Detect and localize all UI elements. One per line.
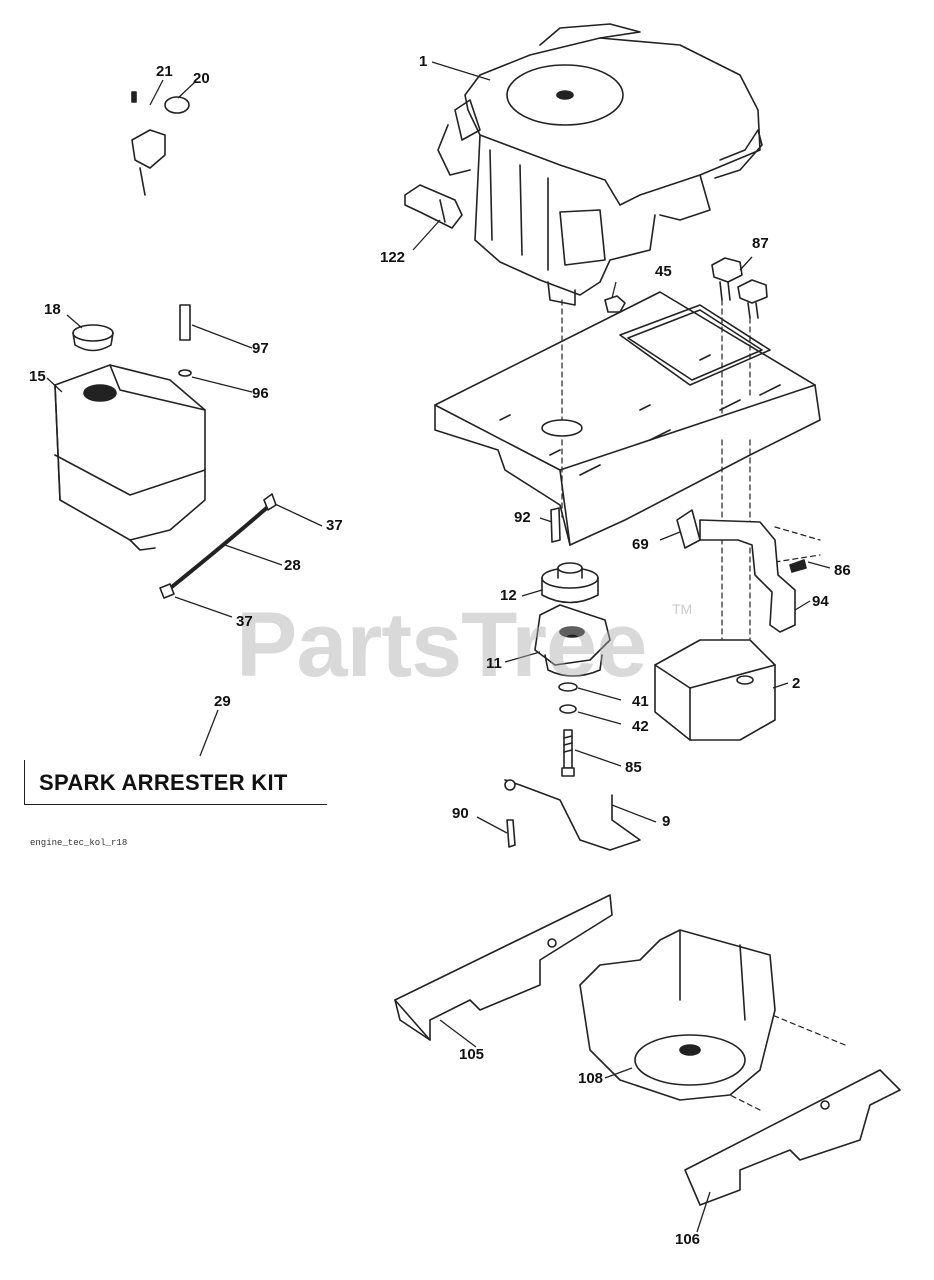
screw-part-86 [789, 559, 807, 573]
screw-part-21 [131, 91, 137, 103]
bracket-part-105 [394, 894, 613, 1041]
callout-45[interactable]: 45 [655, 263, 672, 280]
switch-part-20 [131, 96, 190, 196]
callout-42[interactable]: 42 [632, 718, 649, 735]
screw-part-97 [179, 304, 191, 341]
callout-37-lower[interactable]: 37 [236, 613, 253, 630]
muffler-part-2 [654, 639, 776, 741]
callout-105[interactable]: 105 [459, 1046, 485, 1063]
callout-108[interactable]: 108 [578, 1070, 604, 1087]
callout-18[interactable]: 18 [44, 301, 61, 318]
callout-37-upper[interactable]: 37 [326, 517, 343, 534]
callout-15[interactable]: 15 [29, 368, 46, 385]
fuel-tank-part-15 [54, 364, 206, 551]
callout-12[interactable]: 12 [500, 587, 517, 604]
diagram-file-id: engine_tec_kol_r18 [30, 838, 128, 848]
rod-part-9 [504, 779, 641, 851]
callout-69[interactable]: 69 [632, 536, 649, 553]
callout-2[interactable]: 2 [792, 675, 801, 692]
fuel-line-part-28 [166, 503, 272, 592]
bolt-part-90 [506, 819, 516, 848]
callout-41[interactable]: 41 [632, 693, 649, 710]
pulley-part-12 [541, 562, 599, 604]
bolt-part-85 [561, 729, 575, 777]
callout-1[interactable]: 1 [419, 53, 428, 70]
spark-arrester-kit-box: SPARK ARRESTER KIT [24, 760, 327, 805]
callout-28[interactable]: 28 [284, 557, 301, 574]
bracket-part-106 [684, 1069, 901, 1206]
callout-87[interactable]: 87 [752, 235, 769, 252]
callout-97[interactable]: 97 [252, 340, 269, 357]
gasket-part-69 [676, 509, 701, 549]
spark-arrester-kit-label[interactable]: SPARK ARRESTER KIT [39, 770, 288, 795]
callout-96[interactable]: 96 [252, 385, 269, 402]
watermark: PartsTree [236, 594, 647, 696]
bolts-part-87 [711, 257, 768, 319]
callout-11[interactable]: 11 [486, 655, 502, 672]
alignment-line-g [774, 526, 821, 563]
washer-part-96 [178, 369, 192, 377]
hose-part-122 [404, 184, 463, 229]
callout-29[interactable]: 29 [214, 693, 231, 710]
callout-92[interactable]: 92 [514, 509, 531, 526]
callout-9[interactable]: 9 [662, 813, 671, 830]
exhaust-pipe-part-94 [699, 519, 796, 633]
callout-85[interactable]: 85 [625, 759, 642, 776]
washer-part-42 [559, 704, 577, 714]
callout-122[interactable]: 122 [380, 249, 406, 266]
bolt-part-92 [550, 507, 561, 543]
nut-part-45 [604, 295, 626, 313]
belt-guard-part-108 [579, 929, 776, 1101]
callout-106[interactable]: 106 [675, 1231, 701, 1248]
clamp-part-37-lower [159, 583, 175, 599]
callout-90[interactable]: 90 [452, 805, 469, 822]
engine-part-1 [437, 23, 763, 306]
callout-94[interactable]: 94 [812, 593, 829, 610]
callout-20[interactable]: 20 [193, 70, 210, 87]
cap-part-18 [72, 324, 114, 352]
chassis-plate [434, 291, 821, 546]
washer-part-41 [558, 682, 578, 692]
callout-86[interactable]: 86 [834, 562, 851, 579]
watermark-trademark: TM [672, 601, 693, 617]
callout-21[interactable]: 21 [156, 63, 173, 80]
